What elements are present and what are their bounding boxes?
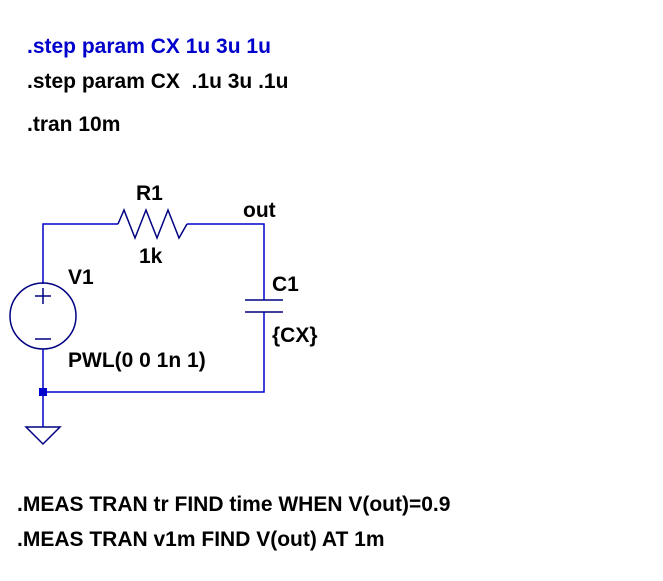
step-directive[interactable]: .step param CX .1u 3u .1u xyxy=(27,70,288,93)
v1-name: V1 xyxy=(68,266,94,289)
wire-c1-gnd[interactable] xyxy=(43,312,265,393)
meas-directive-tr[interactable]: .MEAS TRAN tr FIND time WHEN V(out)=0.9 xyxy=(17,493,450,516)
v1-value: PWL(0 0 1n 1) xyxy=(68,349,206,372)
tran-directive[interactable]: .tran 10m xyxy=(27,113,120,136)
voltage-source-v1[interactable] xyxy=(9,282,77,350)
junction-node xyxy=(39,388,47,396)
wires xyxy=(39,223,265,427)
c1-name: C1 xyxy=(272,273,299,296)
resistor-zigzag-icon xyxy=(117,207,188,241)
step-directive-active[interactable]: .step param CX 1u 3u 1u xyxy=(27,35,271,58)
wire-v1-r1[interactable] xyxy=(42,223,118,284)
r1-name: R1 xyxy=(136,182,163,205)
ground-icon[interactable] xyxy=(24,426,62,446)
resistor-r1[interactable] xyxy=(117,207,188,241)
meas-directive-v1m[interactable]: .MEAS TRAN v1m FIND V(out) AT 1m xyxy=(17,528,385,551)
capacitor-c1[interactable] xyxy=(245,299,283,313)
c1-value: {CX} xyxy=(272,324,318,347)
net-label-out: out xyxy=(243,199,276,222)
r1-value: 1k xyxy=(139,245,163,268)
wire-r1-c1[interactable] xyxy=(187,223,265,300)
voltage-source-circle-icon xyxy=(9,282,77,350)
